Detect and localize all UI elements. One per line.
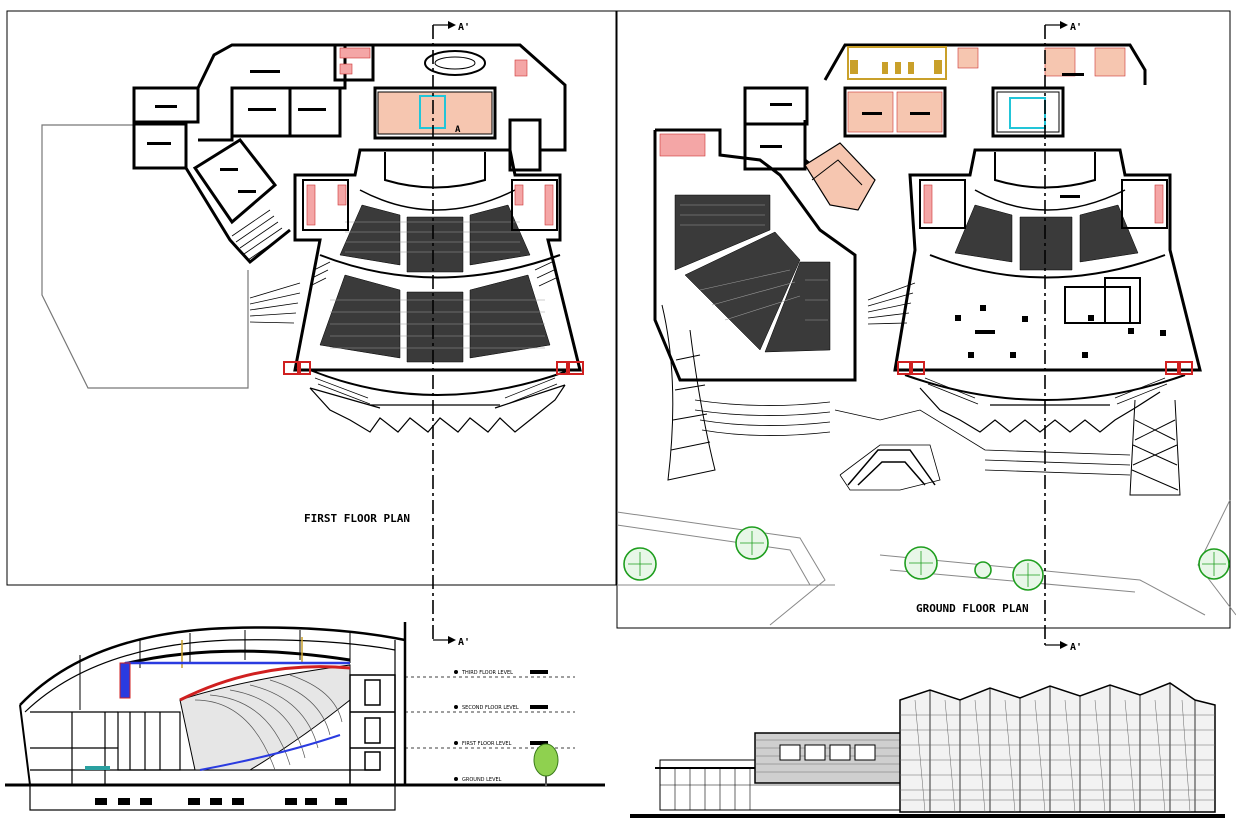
first-floor-plan: A [41, 21, 584, 648]
section-mark-bottom-first: A' [458, 637, 470, 648]
left-cinema-seats [674, 194, 831, 353]
ground-furniture [847, 47, 1126, 133]
building-section: THIRD FLOOR LEVEL SECOND FLOOR LEVEL FIR… [5, 622, 605, 811]
section-mark-top-ground: A' [1070, 22, 1082, 33]
section-mark-top-first: A' [458, 22, 470, 33]
site-outline [41, 124, 249, 389]
level-label: FIRST FLOOR LEVEL [462, 741, 512, 747]
right-walkway [1129, 399, 1181, 496]
ground-floor-title: GROUND FLOOR PLAN [916, 602, 1029, 615]
sheet-frames [6, 10, 1231, 629]
first-floor-toilets [302, 179, 558, 231]
level-label: SECOND FLOOR LEVEL [462, 705, 519, 711]
level-label: GROUND LEVEL [462, 777, 502, 783]
glass-facade [899, 682, 1216, 813]
ground-floor-frame [616, 10, 1231, 629]
lower-seating [319, 274, 551, 363]
first-floor-frame [6, 10, 617, 586]
left-ramp [661, 304, 716, 481]
ticket-kiosk [847, 449, 936, 486]
ground-auditorium-seats [954, 204, 1139, 271]
ground-canopy [919, 387, 1161, 433]
section-roof [19, 626, 406, 706]
basement-parking [29, 784, 396, 811]
structural-columns [283, 361, 584, 375]
first-floor-canopy [309, 384, 566, 433]
site-road [616, 499, 1236, 626]
upper-seating [339, 204, 531, 273]
trees [623, 526, 1230, 591]
level-label: THIRD FLOOR LEVEL [461, 670, 513, 676]
stair-a-label: A [455, 125, 461, 135]
section-mark-bottom-ground: A' [1070, 642, 1082, 653]
auditorium [293, 148, 582, 396]
tree [974, 561, 992, 579]
cafe-counter [804, 142, 876, 211]
auditorium-side-stairs [309, 261, 557, 287]
building-elevation [630, 682, 1225, 818]
top-service-block [333, 43, 567, 172]
west-stair [231, 209, 287, 261]
ground-auditorium [893, 148, 1202, 401]
board-table [424, 50, 486, 76]
gold-lounge [847, 46, 947, 80]
first-floor-title: FIRST FLOOR PLAN [304, 512, 410, 525]
ground-floor-plan: A' A' GROUND FLOOR PLAN [616, 21, 1236, 653]
section-raked-seating [179, 664, 351, 771]
section-tree [533, 743, 559, 786]
